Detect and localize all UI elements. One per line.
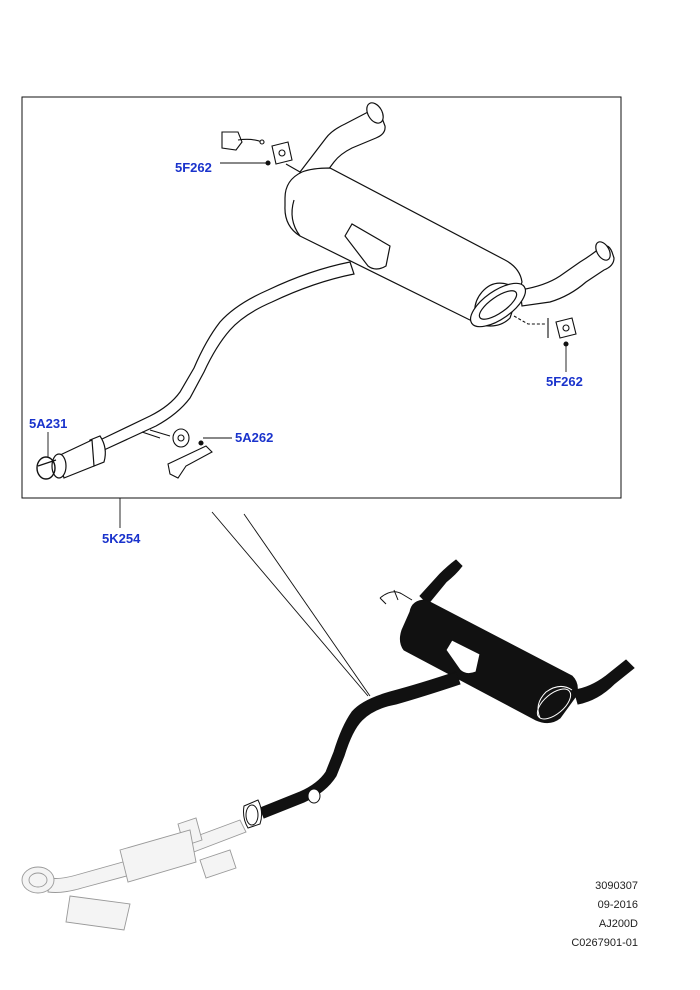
callout-5f262-top: 5F262 [175,160,212,175]
detail-rear-muffler [36,102,615,480]
detail-frame [21,96,622,499]
location-view-front-section [21,817,247,931]
engine-model: AJ200D [598,918,638,930]
callout-5a262: 5A262 [235,430,273,445]
hanger-bracket-top [221,131,265,151]
drawing-number: 3090307 [595,880,638,892]
rubber-isolator-top [265,141,301,173]
location-view-exhaust [243,559,635,829]
drawing-date: 09-2016 [597,899,638,911]
illustration-ref: C0267901-01 [571,937,638,949]
rubber-isolator-right [513,315,577,347]
isolator-5a262-part [141,428,213,479]
callout-5k254: 5K254 [102,531,141,546]
callout-5a231: 5A231 [29,416,67,431]
drawing-metadata: 3090307 09-2016 AJ200D C0267901-01 [571,877,638,953]
callout-5f262-right: 5F262 [546,374,583,389]
leader-lines [47,162,567,697]
